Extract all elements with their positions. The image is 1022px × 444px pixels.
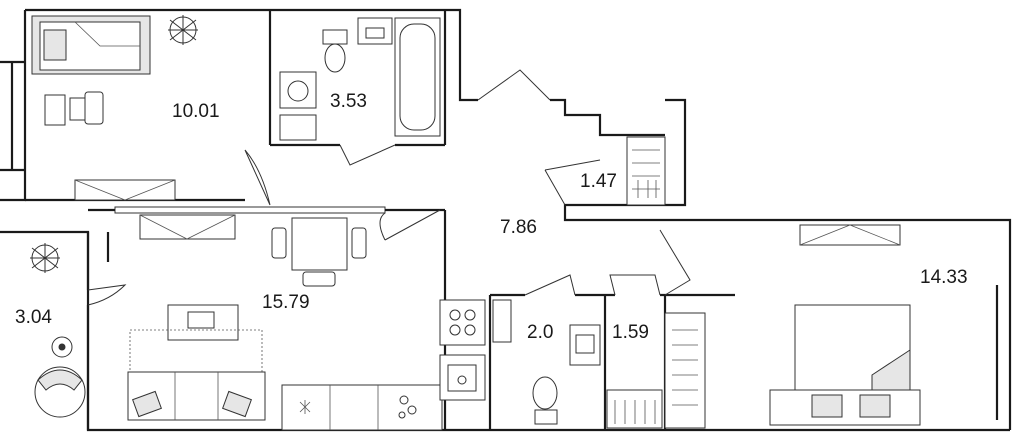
room-area-wardrobe-small: 1.47: [580, 171, 617, 192]
tv-icon: [74, 179, 176, 201]
storage-shelves: [606, 312, 706, 429]
plant-icon: [168, 15, 198, 45]
room-area-bathroom: 3.53: [330, 91, 367, 112]
room-area-bedroom-large: 14.33: [920, 267, 968, 288]
toilet-icon: [322, 29, 348, 73]
stove-icon: [439, 299, 486, 401]
plant-icon-balcony: [30, 243, 60, 273]
armchair-icon: [34, 366, 86, 418]
bathtub-icon: [394, 17, 441, 137]
room-area-living-kitchen: 15.79: [262, 292, 310, 313]
sink-icon: [357, 17, 393, 45]
double-bed-icon: [769, 304, 921, 426]
kitchen-counter: [281, 384, 443, 431]
laptop-icon: [167, 304, 239, 341]
room-area-hallway: 7.86: [500, 217, 537, 238]
desk-icon: [44, 91, 104, 126]
table-icon: [271, 217, 367, 287]
washing-machine-icon: [279, 71, 317, 141]
wardrobe-small-shelves: [626, 136, 666, 206]
toilet-icon-wc: [492, 299, 601, 425]
tv-icon-bedroom: [799, 224, 901, 246]
room-area-bedroom-small: 10.01: [172, 101, 220, 122]
tv-icon-living: [139, 214, 236, 240]
bed-icon: [31, 15, 151, 75]
stool-icon: [51, 336, 73, 358]
room-area-storage: 1.59: [612, 322, 649, 343]
doors: [87, 69, 691, 306]
sofa-icon: [127, 329, 266, 421]
room-area-toilet: 2.0: [527, 322, 553, 343]
room-area-balcony: 3.04: [15, 307, 52, 328]
